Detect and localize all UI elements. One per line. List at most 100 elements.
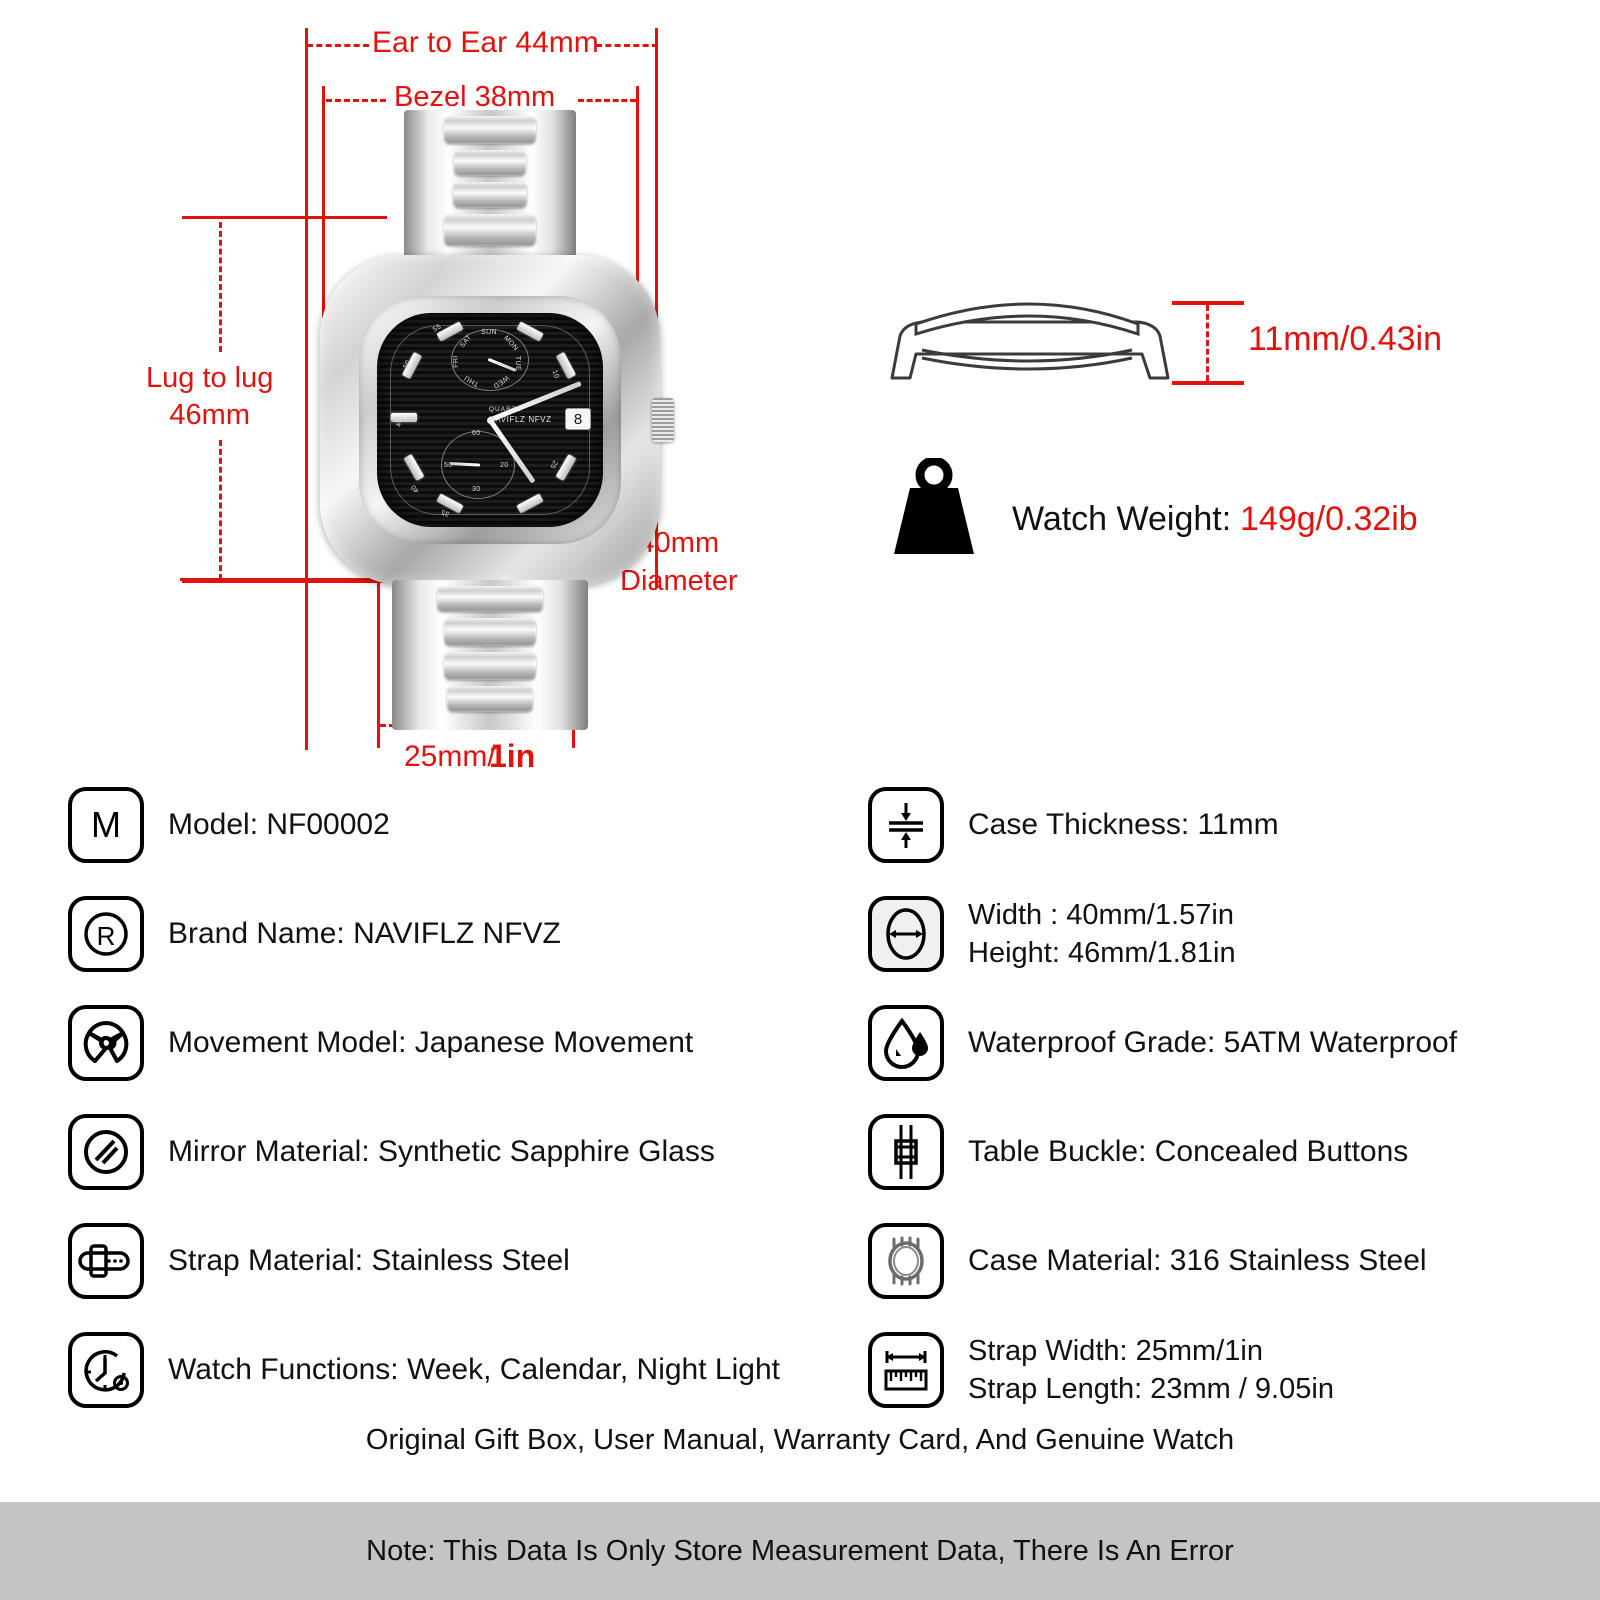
table-buckle-icon [868,1113,944,1190]
spec-row-width-height: Width : 40mm/1.57in Height: 46mm/1.81in [868,879,1600,988]
watch-weight-value: 149g/0.32ib [1240,500,1418,538]
strap-left-guide [377,578,380,748]
spec-row-case-thickness: Case Thickness: 11mm [868,770,1600,879]
spec-row-mirror: Mirror Material: Synthetic Sapphire Glas… [68,1097,868,1206]
diameter-label: 40mm Diameter [620,527,738,597]
date-window: 8 [565,408,591,430]
dial-brand-text: NAVIFLZ NFVZ [489,415,552,424]
lug-top-tick [182,216,387,219]
minute-numeral: 35 [440,507,451,518]
ear-to-ear-left-guide [305,28,308,750]
footer-note-text: Note: This Data Is Only Store Measuremen… [366,1534,1234,1567]
weekday-sun: SUN [481,329,497,336]
bracelet-link [444,652,536,680]
spec-label-width-height: Width : 40mm/1.57in Height: 46mm/1.81in [968,898,1236,969]
spec-row-case-material: Case Material: 316 Stainless Steel [868,1206,1600,1315]
ruler-icon [868,1331,944,1408]
mirror-glass-icon [68,1113,144,1190]
clock-gear-icon [68,1331,144,1408]
minute-numeral: 45 [395,418,403,427]
spec-label-brand: Brand Name: NAVIFLZ NFVZ [168,916,561,950]
bezel-label: Bezel 38mm [394,81,556,113]
water-drop-icon [868,1004,944,1081]
strap-width-label-mm: 25mm/ [404,740,496,773]
watch-case: SUN MON TUE WED THU FRI SAT 60 20 30 [320,255,674,585]
lug-dash-top [219,222,222,352]
bezel-dash-left [326,99,386,102]
watch-weight-label: Watch Weight: [1012,500,1232,538]
spec-column-right: Case Thickness: 11mm Width : 40mm/1.57in… [868,770,1600,1424]
spec-label-case-material: Case Material: 316 Stainless Steel [968,1243,1427,1277]
spec-label-case-thickness: Case Thickness: 11mm [968,807,1279,841]
registered-trademark-icon: R [68,895,144,972]
thickness-dash [1206,305,1209,381]
case-side-profile [880,280,1180,395]
model-icon: M [68,786,144,863]
spec-row-brand: R Brand Name: NAVIFLZ NFVZ [68,879,868,988]
bracelet-link [454,150,526,176]
weight-icon [888,456,980,565]
spec-row-functions: Watch Functions: Week, Calendar, Night L… [68,1315,868,1424]
weekday-mon: MON [502,334,520,353]
weekday-fri: FRI [452,354,461,369]
thickness-arrows-icon [868,786,944,863]
weekday-subdial: SUN MON TUE WED THU FRI SAT [451,329,529,391]
spec-label-strap-material: Strap Material: Stainless Steel [168,1243,570,1277]
watch-dial: SUN MON TUE WED THU FRI SAT 60 20 30 [377,313,603,527]
case-thickness-callout: 11mm/0.43in [1248,320,1443,358]
ear-to-ear-dash-left [307,44,369,47]
weekday-hand [487,357,517,372]
subdial-tick-60: 60 [472,430,481,437]
strap-buckle-icon [68,1222,144,1299]
bezel-dash-right [578,99,636,102]
weekday-wed: WED [491,373,510,390]
spec-label-waterproof: Waterproof Grade: 5ATM Waterproof [968,1025,1458,1059]
bracelet-link [437,586,543,612]
thickness-bottom-tick [1172,381,1244,385]
bracelet-link [444,618,536,646]
strap-left-tick [180,578,380,581]
spec-row-strap-size: Strap Width: 25mm/1in Strap Length: 23mm… [868,1315,1600,1424]
spec-label-model: Model: NF00002 [168,807,390,841]
svg-text:M: M [91,804,121,845]
dial-branding: QUARTZ NAVIFLZ NFVZ [489,405,552,425]
spec-row-movement: Movement Model: Japanese Movement [68,988,868,1097]
subdial-tick-50: 50 [444,462,453,469]
bracelet-link [447,686,533,712]
included-items-text: Original Gift Box, User Manual, Warranty… [365,1424,1235,1456]
bezel-left-guide [322,86,325,376]
spec-label-strap-size: Strap Width: 25mm/1in Strap Length: 23mm… [968,1334,1334,1405]
subdial-tick-30: 30 [472,486,481,493]
spec-label-mirror: Mirror Material: Synthetic Sapphire Glas… [168,1134,715,1168]
strap-width-label-in: 1in [489,738,536,774]
ear-to-ear-label: Ear to Ear 44mm [372,26,599,59]
dial-quartz-text: QUARTZ [489,406,522,413]
lug-to-lug-label: Lug to lug 46mm [146,362,274,431]
spec-label-functions: Watch Functions: Week, Calendar, Night L… [168,1352,780,1386]
spec-row-waterproof: Waterproof Grade: 5ATM Waterproof [868,988,1600,1097]
spec-label-table-buckle: Table Buckle: Concealed Buttons [968,1134,1409,1168]
watch-case-icon [868,1222,944,1299]
ear-to-ear-right-guide [655,28,658,588]
width-height-oval-icon [868,895,944,972]
spec-label-movement: Movement Model: Japanese Movement [168,1025,694,1059]
svg-text:R: R [97,921,116,951]
bezel-right-guide [636,86,639,376]
watch-crown [652,398,674,442]
lug-bottom-tick [182,580,387,583]
footer-note-bar: Note: This Data Is Only Store Measuremen… [0,1502,1600,1600]
spec-row-table-buckle: Table Buckle: Concealed Buttons [868,1097,1600,1206]
bracelet-link [453,182,527,208]
radiation-movement-icon [68,1004,144,1081]
ear-to-ear-dash-right [596,44,658,47]
lug-dash-bottom [219,440,222,580]
hour-marker [391,413,417,422]
spec-column-left: M Model: NF00002 R Brand Name: NAVIFLZ N… [68,770,868,1424]
watch-illustration: SUN MON TUE WED THU FRI SAT 60 20 30 [300,110,680,730]
seconds-subdial: 60 20 30 50 [441,430,515,499]
seconds-hand [449,462,481,467]
watch-bezel: SUN MON TUE WED THU FRI SAT 60 20 30 [359,296,621,544]
bracelet-link [444,116,536,144]
subdial-tick-20: 20 [500,462,509,469]
